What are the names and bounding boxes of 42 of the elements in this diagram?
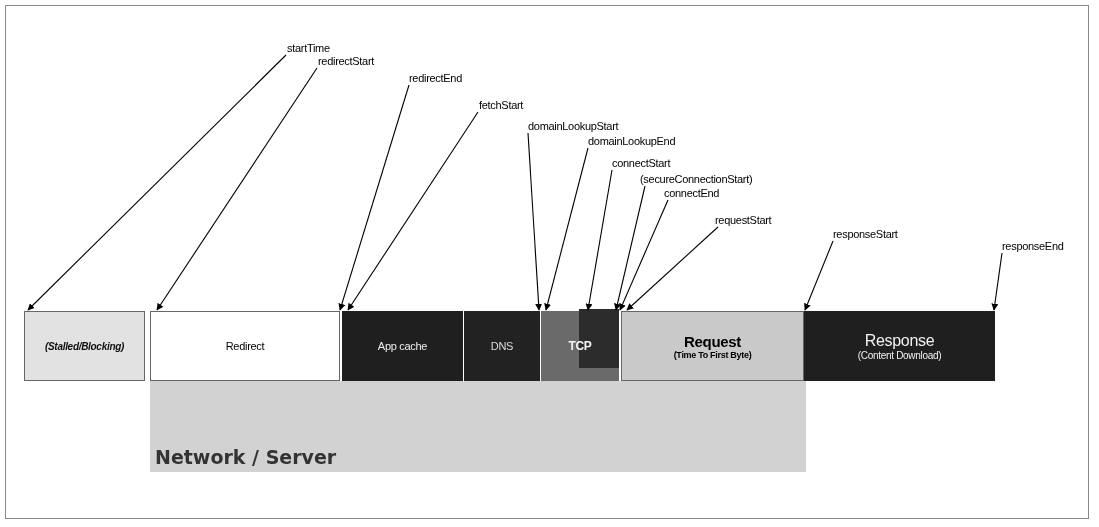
leader-arrow <box>347 111 479 311</box>
leader-arrow <box>804 240 834 311</box>
event-label: requestStart <box>715 213 772 227</box>
leader-arrow <box>527 132 543 311</box>
event-label: connectStart <box>612 156 671 170</box>
event-label: startTime <box>287 41 330 55</box>
event-label: (secureConnectionStart) <box>640 172 753 186</box>
event-label: connectEnd <box>664 186 720 200</box>
timing-segment <box>342 311 463 381</box>
timing-segment <box>24 311 145 381</box>
segment-label: App cache <box>377 340 428 352</box>
leader-arrow <box>338 84 410 311</box>
event-label: redirectEnd <box>409 71 462 85</box>
event-label: responseStart <box>833 227 898 241</box>
event-label: fetchStart <box>479 98 524 112</box>
leader-arrow <box>991 252 1003 311</box>
event-label: responseEnd <box>1002 239 1064 253</box>
network-band <box>150 381 806 472</box>
segment-subtitle: (Time To First Byte) <box>673 349 752 360</box>
leader-arrow <box>619 199 669 311</box>
leader-arrow <box>544 147 589 311</box>
event-label: domainLookupStart <box>528 119 619 133</box>
timing-segment <box>541 311 619 381</box>
segment-label: (Stalled/Blocking) <box>44 340 125 352</box>
segment-label: Redirect <box>225 340 265 352</box>
event-label: domainLookupEnd <box>588 134 676 148</box>
leader-arrow <box>614 185 646 311</box>
segment-label: Request <box>683 332 742 350</box>
leader-arrow <box>27 54 287 311</box>
leader-arrow <box>626 226 719 311</box>
segment-label: Response <box>864 331 935 350</box>
timing-segment <box>621 311 804 381</box>
segment-subtitle: (Content Download) <box>857 349 942 361</box>
timing-segment <box>464 311 540 381</box>
timing-segment <box>804 311 995 381</box>
band-label: Network / Server <box>155 446 337 468</box>
segment-label: DNS <box>490 340 514 352</box>
leader-arrow <box>585 169 613 311</box>
segment-label: TCP <box>568 339 592 353</box>
leader-arrow <box>156 67 318 311</box>
timing-segment <box>150 311 340 381</box>
event-label: redirectStart <box>318 54 374 68</box>
